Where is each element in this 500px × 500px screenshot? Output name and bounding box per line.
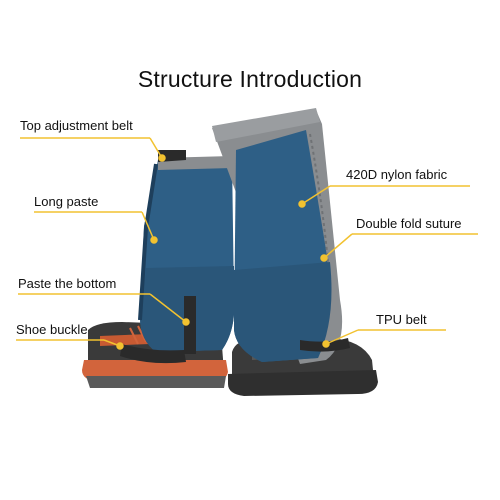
label-top-adjustment-belt: Top adjustment belt <box>20 118 133 133</box>
diagram-title: Structure Introduction <box>137 66 363 92</box>
label-paste-the-bottom: Paste the bottom <box>18 276 117 291</box>
leader-lines <box>16 137 478 350</box>
label-shoe-buckle: Shoe buckle <box>16 322 88 337</box>
label-double-fold-suture: Double fold suture <box>356 216 462 231</box>
right-gaiter <box>212 108 378 396</box>
label-420d-nylon-fabric: 420D nylon fabric <box>346 167 448 182</box>
label-tpu-belt: TPU belt <box>376 312 427 327</box>
left-gaiter <box>82 150 235 388</box>
label-long-paste: Long paste <box>34 194 99 209</box>
